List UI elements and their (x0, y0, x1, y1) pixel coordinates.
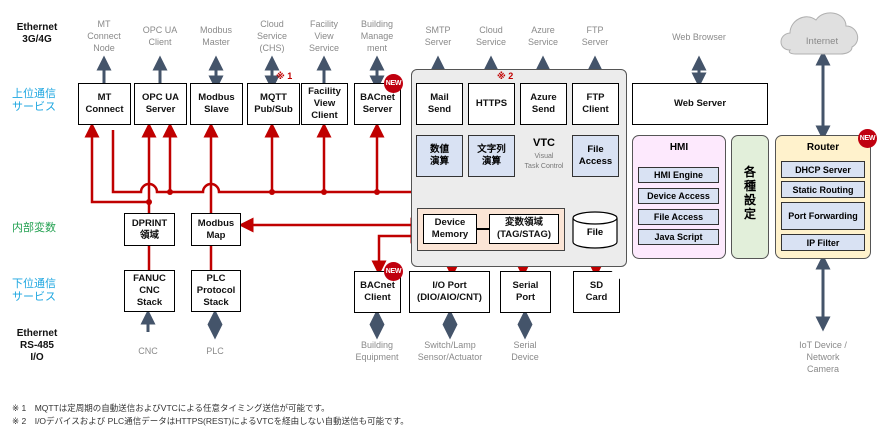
ext-iot-device: IoT Device / Network Camera (799, 340, 847, 374)
module-web-server[interactable]: Web Server (632, 83, 768, 125)
new-badge: NEW (384, 74, 403, 93)
ext-opcua-client: OPC UA Client (142, 25, 178, 47)
hmi-javascript[interactable]: Java Script (638, 229, 719, 245)
module-sd-card[interactable]: SD Card (573, 271, 620, 313)
file-store[interactable]: File (586, 227, 604, 238)
settings-panel[interactable] (731, 135, 769, 259)
hmi-device-access[interactable]: Device Access (638, 188, 719, 204)
ext-azure-service: Azure Service (527, 25, 559, 47)
vtc-title: VTC (533, 137, 555, 149)
hmi-file-access[interactable]: File Access (638, 209, 719, 225)
module-bacnet-client[interactable]: BACnet Client (354, 271, 401, 313)
module-modbus-slave[interactable]: Modbus Slave (190, 83, 243, 125)
row-label-lower-services: 下位通信 サービス (12, 278, 56, 303)
settings-label: 各 種 設 定 (743, 165, 756, 221)
ext-cloud-service: Cloud Service (475, 25, 507, 47)
ext-smtp-server: SMTP Server (424, 25, 452, 47)
row-label-internal-vars: 内部変数 (12, 222, 56, 234)
new-badge: NEW (858, 129, 877, 148)
module-string-calc[interactable]: 文字列 演算 (468, 135, 515, 177)
module-fanuc-cnc-stack[interactable]: FANUC CNC Stack (124, 270, 175, 312)
ext-serial-device: Serial Device (511, 340, 539, 362)
router-static-routing[interactable]: Static Routing (781, 181, 865, 198)
tag-area[interactable]: 変数領域 (TAG/STAG) (489, 214, 559, 244)
hmi-engine[interactable]: HMI Engine (638, 167, 719, 183)
ext-modbus-master: Modbus Master (199, 25, 233, 47)
ext-switch-sensor: Switch/Lamp Sensor/Actuator (417, 340, 483, 362)
router-port-forwarding[interactable]: Port Forwarding (781, 202, 865, 230)
module-numeric-calc[interactable]: 数値 演算 (416, 135, 463, 177)
footnote-1: ※ 1 MQTTは定周期の自動送信およびVTCによる任意タイミング送信が可能です… (12, 403, 330, 413)
note-mark-2: ※ 2 (497, 71, 514, 81)
module-ftp-client[interactable]: FTP Client (572, 83, 619, 125)
vtc-subtitle: Visual Task Control (524, 153, 564, 170)
row-label-top-network: Ethernet 3G/4G (16, 22, 58, 45)
module-serial-port[interactable]: Serial Port (500, 271, 551, 313)
hmi-title: HMI (669, 142, 689, 153)
ext-building-management: Building Manage ment (360, 19, 394, 53)
ext-cnc: CNC (138, 346, 158, 356)
module-file-access[interactable]: File Access (572, 135, 619, 177)
dprint-area[interactable]: DPRINT 領域 (124, 213, 175, 246)
ext-web-browser: Web Browser (672, 32, 726, 42)
module-https[interactable]: HTTPS (468, 83, 515, 125)
device-memory[interactable]: Device Memory (423, 214, 477, 244)
module-io-port[interactable]: I/O Port (DIO/AIO/CNT) (409, 271, 490, 313)
router-title: Router (806, 142, 840, 153)
module-azure-send[interactable]: Azure Send (520, 83, 567, 125)
module-opcua-server[interactable]: OPC UA Server (134, 83, 187, 125)
module-mtconnect[interactable]: MT Connect (78, 83, 131, 125)
module-facility-view-client[interactable]: Facility View Client (301, 83, 348, 125)
row-label-upper-services: 上位通信 サービス (12, 88, 56, 113)
router-dhcp[interactable]: DHCP Server (781, 161, 865, 178)
ext-mtconnect-node: MT Connect Node (87, 19, 121, 53)
module-mqtt[interactable]: MQTT Pub/Sub (247, 83, 300, 125)
ext-cloud-service-chs: Cloud Service (CHS) (256, 19, 288, 53)
ext-facility-view-service: Facility View Service (308, 19, 340, 53)
ext-plc: PLC (206, 346, 224, 356)
footnote-2: ※ 2 I/Oデバイスおよび PLC通信データはHTTPS(REST)によるVT… (12, 416, 409, 426)
module-mail-send[interactable]: Mail Send (416, 83, 463, 125)
ext-internet: Internet (805, 36, 839, 47)
row-label-bottom-network: Ethernet RS-485 I/O (16, 328, 58, 363)
modbus-map[interactable]: Modbus Map (191, 213, 241, 246)
ext-ftp-server: FTP Server (581, 25, 609, 47)
note-mark-1: ※ 1 (276, 71, 293, 81)
memory-link (477, 228, 489, 230)
router-ip-filter[interactable]: IP Filter (781, 234, 865, 251)
new-badge: NEW (384, 262, 403, 281)
ext-building-equipment: Building Equipment (355, 340, 399, 362)
module-plc-protocol-stack[interactable]: PLC Protocol Stack (191, 270, 241, 312)
